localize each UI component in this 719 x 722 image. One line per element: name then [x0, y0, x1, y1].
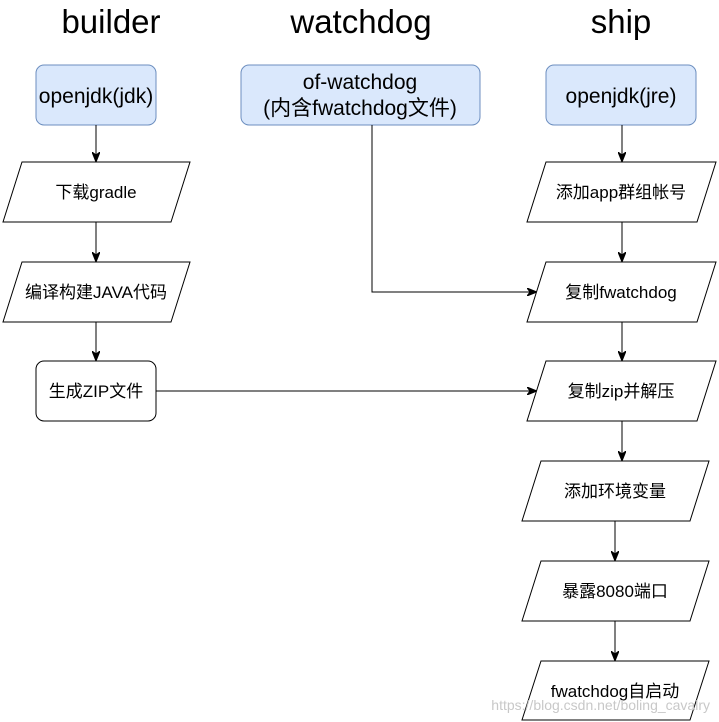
column-title-watchdog: watchdog — [289, 3, 431, 40]
ship-step6-label: fwatchdog自启动 — [551, 682, 680, 701]
ship-step-add-env-vars: 添加环境变量 — [521, 460, 710, 522]
watchdog-start-label-line1: of-watchdog — [303, 71, 417, 94]
ship-step-expose-port: 暴露8080端口 — [521, 560, 710, 622]
builder-step1-label: 下载gradle — [55, 183, 136, 202]
ship-step-add-group-account: 添加app群组帐号 — [526, 161, 717, 223]
ship-step-copy-unzip: 复制zip并解压 — [526, 360, 717, 422]
builder-step-compile-java: 编译构建JAVA代码 — [2, 261, 191, 323]
ship-start-label: openjdk(jre) — [566, 85, 677, 108]
watchdog-start-label-line2: (内含fwatchdog文件) — [263, 97, 457, 120]
watermark-text: https://blog.csdn.net/boling_cavalry — [491, 697, 710, 713]
ship-step5-label: 暴露8080端口 — [562, 582, 668, 601]
column-title-builder: builder — [61, 3, 160, 40]
watchdog-start-node: of-watchdog (内含fwatchdog文件) — [240, 64, 481, 126]
builder-start-node: openjdk(jdk) — [35, 64, 157, 126]
edge-watchdog-to-ship-copy — [371, 125, 536, 292]
ship-step1-label: 添加app群组帐号 — [556, 183, 686, 202]
column-title-ship: ship — [591, 3, 652, 40]
builder-start-label: openjdk(jdk) — [39, 85, 153, 108]
builder-step-download-gradle: 下载gradle — [2, 161, 191, 223]
ship-step4-label: 添加环境变量 — [564, 482, 666, 501]
ship-step-copy-fwatchdog: 复制fwatchdog — [526, 261, 717, 323]
builder-step3-label: 生成ZIP文件 — [49, 382, 143, 401]
ship-start-node: openjdk(jre) — [545, 64, 697, 126]
ship-step-fwatchdog-autostart: fwatchdog自启动 — [521, 660, 710, 721]
builder-step-generate-zip: 生成ZIP文件 — [35, 360, 157, 422]
ship-step2-label: 复制fwatchdog — [565, 283, 677, 302]
builder-step2-label: 编译构建JAVA代码 — [25, 283, 167, 302]
ship-step3-label: 复制zip并解压 — [568, 382, 675, 401]
